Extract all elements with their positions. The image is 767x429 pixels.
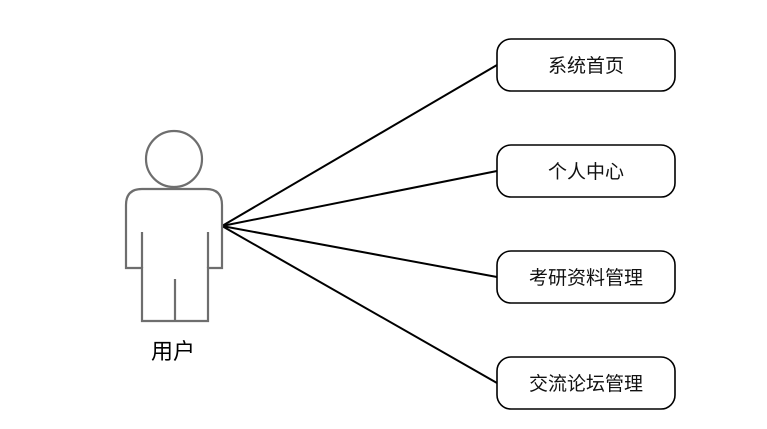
use-case-box	[496, 38, 676, 92]
use-case-materials: 考研资料管理	[496, 250, 676, 304]
use-case-label: 交流论坛管理	[529, 373, 643, 395]
actor-body	[124, 187, 224, 323]
use-case-forum: 交流论坛管理	[496, 356, 676, 410]
use-case-label: 系统首页	[548, 55, 624, 77]
use-case-box	[496, 144, 676, 198]
use-case-label: 考研资料管理	[529, 267, 643, 289]
actor-label: 用户	[151, 340, 195, 365]
use-case-label: 个人中心	[548, 161, 624, 183]
association-line-personal-center	[221, 170, 498, 227]
actor-figure	[124, 129, 224, 323]
actor-head	[144, 129, 204, 189]
association-line-forum	[221, 225, 498, 384]
use-case-box	[496, 250, 676, 304]
use-case-home: 系统首页	[496, 38, 676, 92]
association-line-home	[221, 64, 498, 227]
use-case-personal-center: 个人中心	[496, 144, 676, 198]
association-line-materials	[221, 225, 498, 278]
use-case-box	[496, 356, 676, 410]
